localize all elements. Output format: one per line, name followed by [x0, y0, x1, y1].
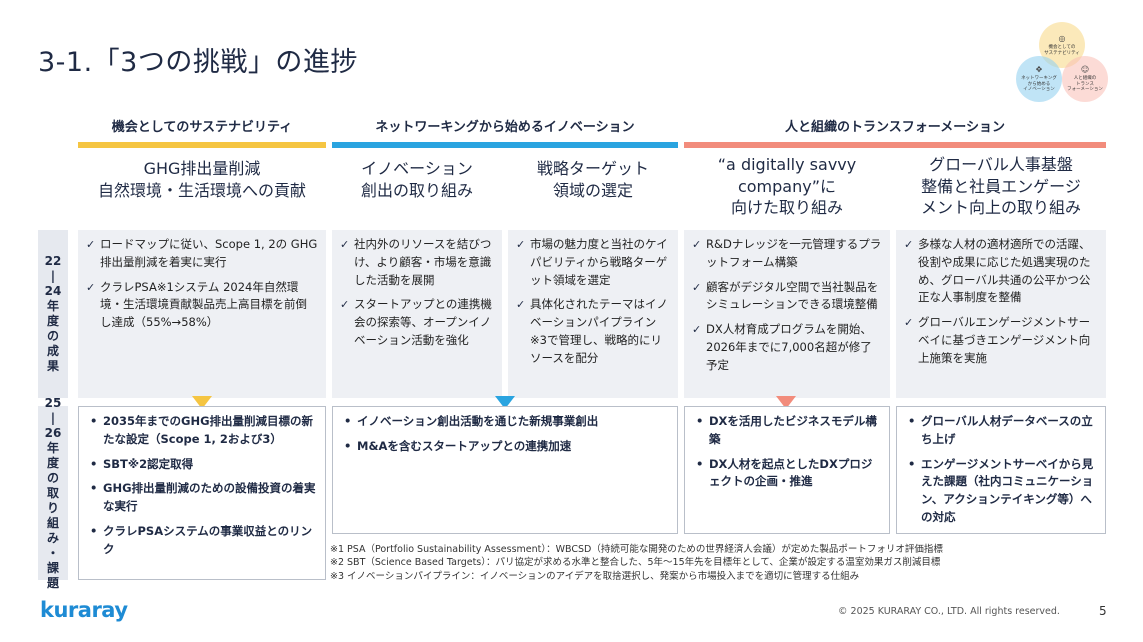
plan-item: グローバル人材データベースの立ち上げ: [905, 413, 1097, 449]
plan-item: GHG排出量削減のための設備投資の着実な実行: [87, 480, 317, 516]
result-item: 具体化されたテーマはイノベーションパイプライン※3で管理し、戦略的にリソースを配…: [516, 296, 670, 367]
result-item: 顧客がデジタル空間で当社製品をシミュレーションできる環境整備: [692, 279, 882, 315]
network-icon: ✥: [1035, 65, 1043, 75]
venn-label-sustainability: 機会としての サステナビリティ: [1044, 44, 1080, 56]
result-item: クラレPSA※1システム 2024年自然環境・生活環境貢献製品売上高目標を前倒し…: [86, 279, 318, 332]
column-heading-innovation: イノベーション 創出の取り組み: [360, 159, 473, 200]
plan-item: クラレPSAシステムの事業収益とのリンク: [87, 523, 317, 559]
results-box-strategy: 市場の魅力度と当社のケイパビリティから戦略ターゲット領域を選定 具体化されたテー…: [508, 230, 678, 398]
results-box-dx: R&Dナレッジを一元管理するプラットフォーム構築 顧客がデジタル空間で当社製品を…: [684, 230, 890, 398]
results-box-innovation: 社内外のリソースを結びつけ、より顧客・市場を意識した活動を展開 スタートアップと…: [332, 230, 502, 398]
venn-label-innovation: ネットワーキング から始める イノベーション: [1021, 76, 1057, 93]
side-label-results: 22 | 24 年 度 の 成 果: [38, 230, 68, 398]
category-transformation: 人と組織のトランスフォーメーション: [785, 120, 1005, 135]
page-title: 3-1.「3つの挑戦」の進捗: [38, 47, 358, 78]
category-sustainability: 機会としてのサステナビリティ: [111, 120, 293, 135]
plans-box-dx: DXを活用したビジネスモデル構築 DX人材を起点としたDXプロジェクトの企画・推…: [684, 406, 890, 534]
people-icon: ☺: [1080, 65, 1090, 75]
result-item: 多様な人材の適材適所での活躍、役割や成果に応じた処遇実現のため、グローバル共通の…: [904, 236, 1098, 307]
globe-icon: ◎: [1058, 33, 1066, 43]
category-bar-transformation: [684, 142, 1106, 148]
venn-label-transformation: 人と組織の トランス フォーメーション: [1067, 76, 1103, 93]
copyright: © 2025 KURARAY CO., LTD. All rights rese…: [838, 606, 1060, 617]
category-bar-innovation: [332, 142, 678, 148]
result-item: DX人材育成プログラムを開始、2026年までに7,000名超が修了予定: [692, 321, 882, 374]
results-box-hr: 多様な人材の適材適所での活躍、役割や成果に応じた処遇実現のため、グローバル共通の…: [896, 230, 1106, 398]
result-item: グローバルエンゲージメントサーベイに基づきエンゲージメント向上施策を実施: [904, 314, 1098, 367]
venn-circle-innovation: ✥ ネットワーキング から始める イノベーション: [1016, 56, 1062, 102]
footnotes: ※1 PSA（Portfolio Sustainability Assessme…: [330, 543, 943, 583]
page-number: 5: [1099, 604, 1107, 618]
result-item: ロードマップに従い、Scope 1, 2の GHG排出量削減を着実に実行: [86, 236, 318, 272]
column-heading-strategy: 戦略ターゲット 領域の選定: [536, 159, 649, 200]
category-innovation: ネットワーキングから始めるイノベーション: [375, 120, 635, 135]
column-heading-ghg: GHG排出量削減 自然環境・生活環境への貢献: [97, 159, 306, 200]
plan-item: SBT※2認定取得: [87, 456, 317, 474]
result-item: 社内外のリソースを結びつけ、より顧客・市場を意識した活動を展開: [340, 236, 494, 289]
footnote: ※3 イノベーションパイプライン：イノベーションのアイデアを取捨選択し、発案から…: [330, 570, 860, 582]
column-heading-hr: グローバル人事基盤 整備と社員エンゲージ メント向上の取り組み: [920, 155, 1081, 218]
plans-box-ghg: 2035年までのGHG排出量削減目標の新たな設定（Scope 1, 2および3）…: [78, 406, 326, 580]
plan-item: イノベーション創出活動を通じた新規事業創出: [341, 413, 669, 431]
plans-box-innovation: イノベーション創出活動を通じた新規事業創出 M&Aを含むスタートアップとの連携加…: [332, 406, 678, 534]
kuraray-logo: kuraray: [40, 598, 128, 622]
plan-item: M&Aを含むスタートアップとの連携加速: [341, 438, 669, 456]
plan-item: DX人材を起点としたDXプロジェクトの企画・推進: [693, 456, 881, 492]
result-item: 市場の魅力度と当社のケイパビリティから戦略ターゲット領域を選定: [516, 236, 670, 289]
result-item: スタートアップとの連携機会の探索等、オープンイノベーション活動を強化: [340, 296, 494, 349]
plan-item: エンゲージメントサーベイから見えた課題（社内コミュニケーション、アクションテイキ…: [905, 456, 1097, 527]
footnote: ※1 PSA（Portfolio Sustainability Assessme…: [330, 544, 943, 555]
three-challenges-venn: ◎ 機会としての サステナビリティ ✥ ネットワーキング から始める イノベーシ…: [1014, 22, 1110, 102]
arrow-down-icon: [495, 396, 515, 409]
venn-circle-transformation: ☺ 人と組織の トランス フォーメーション: [1062, 56, 1108, 102]
arrow-down-icon: [776, 396, 796, 409]
plans-box-hr: グローバル人材データベースの立ち上げ エンゲージメントサーベイから見えた課題（社…: [896, 406, 1106, 534]
result-item: R&Dナレッジを一元管理するプラットフォーム構築: [692, 236, 882, 272]
category-bar-sustainability: [78, 142, 326, 148]
footnote: ※2 SBT（Science Based Targets）：パリ協定が求める水準…: [330, 557, 941, 569]
column-heading-dx: “a digitally savvy company”に 向けた取り組み: [717, 155, 857, 218]
plan-item: DXを活用したビジネスモデル構築: [693, 413, 881, 449]
plan-item: 2035年までのGHG排出量削減目標の新たな設定（Scope 1, 2および3）: [87, 413, 317, 449]
side-label-plans: 25 | 26 年 度 の 取 り 組 み ・ 課 題: [38, 396, 68, 590]
results-box-ghg: ロードマップに従い、Scope 1, 2の GHG排出量削減を着実に実行 クラレ…: [78, 230, 326, 398]
arrow-down-icon: [192, 396, 212, 409]
